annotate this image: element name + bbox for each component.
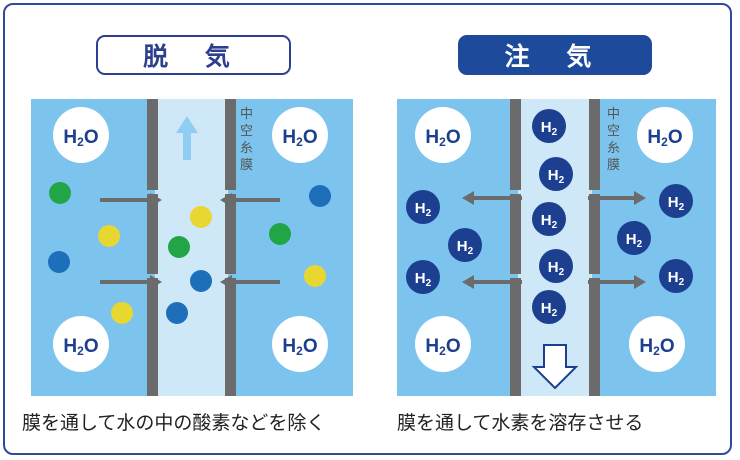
water-molecule-icon: H2O [415,316,471,372]
hydrogen-molecule-icon: H2 [532,202,566,236]
arrow-right-icon [588,275,646,289]
arrow-right-icon [100,193,162,207]
dissolved-gas-dots [48,182,331,324]
arrow-right-icon [100,275,162,289]
arrow-right-icon [588,191,646,205]
hydrogen-molecule-icon: H2 [617,221,651,255]
hydrogen-molecule-icon: H2 [539,249,573,283]
title-gas-injection: 注 気 [458,35,652,75]
left-panel: 中 空 糸 膜 [31,99,353,396]
green-dot [49,182,71,204]
arrow-left-icon [462,191,522,205]
svg-text:H2O: H2O [63,127,98,149]
title-degassing: 脱 気 [96,35,291,75]
arrow-left-icon [220,193,280,207]
hydrogen-molecule-icon: H2 [659,184,693,218]
caption-gas-injection: 膜を通して水素を溶存させる [397,412,644,434]
water-molecule-icon: H2O [637,107,693,163]
svg-text:H2: H2 [541,212,558,231]
right-panel: 中 空 糸 膜 [397,99,716,396]
label-char: 糸 [607,141,620,156]
label-char: 膜 [240,158,253,173]
svg-text:H2: H2 [541,300,558,319]
water-molecule-icon: H2O [53,316,109,372]
blue-dot [166,302,188,324]
svg-text:H2O: H2O [425,127,460,149]
arrow-left-icon [462,275,522,289]
arrow-left-icon [220,275,280,289]
left-membrane-label: 中 空 糸 膜 [240,107,253,173]
water-molecule-icon: H2O [629,316,685,372]
hydrogen-molecule-icon: H2 [539,157,573,191]
flow-down-arrow [531,344,579,390]
green-dot [168,236,190,258]
svg-text:H2O: H2O [639,336,674,358]
blue-dot [309,185,331,207]
right-membrane-label: 中 空 糸 膜 [607,107,620,173]
yellow-dot [304,265,326,287]
svg-text:H2O: H2O [282,127,317,149]
left-membrane-wall-right [225,99,236,396]
flow-up-arrow [176,116,198,160]
blue-dot [190,270,212,292]
label-char: 糸 [240,141,253,156]
water-molecule-icon: H2O [53,107,109,163]
left-hollow-channel [155,99,228,396]
svg-text:H2: H2 [541,119,558,138]
label-char: 空 [607,124,620,139]
hydrogen-molecule-icon: H2 [659,259,693,293]
svg-text:H2O: H2O [647,127,682,149]
svg-text:H2: H2 [548,167,565,186]
svg-text:H2: H2 [626,231,643,250]
label-char: 中 [607,107,620,122]
label-char: 空 [240,124,253,139]
svg-text:H2: H2 [457,238,474,257]
hydrogen-molecule-icon: H2 [406,190,440,224]
water-molecule-icon: H2O [272,107,328,163]
label-char: 膜 [607,158,620,173]
blue-dot [48,251,70,273]
left-membrane-wall-left [147,99,158,396]
right-outward-arrows [462,191,646,289]
svg-text:H2O: H2O [282,336,317,358]
svg-text:H2O: H2O [63,336,98,358]
hydrogen-molecule-icon: H2 [406,260,440,294]
water-molecule-icon: H2O [272,316,328,372]
yellow-dot [190,206,212,228]
left-inward-arrows [100,193,280,289]
hydrogen-molecule-icon: H2 [448,228,482,262]
label-char: 中 [240,107,253,122]
water-molecule-icon: H2O [415,107,471,163]
svg-text:H2: H2 [415,200,432,219]
svg-text:H2: H2 [415,270,432,289]
yellow-dot [111,302,133,324]
hydrogen-molecule-icon: H2 [532,290,566,324]
caption-degassing: 膜を通して水の中の酸素などを除く [22,412,326,434]
right-membrane-wall-right [589,99,600,396]
yellow-dot [98,225,120,247]
green-dot [269,223,291,245]
svg-text:H2O: H2O [425,336,460,358]
hydrogen-molecule-icon: H2 [532,109,566,143]
svg-text:H2: H2 [548,259,565,278]
svg-text:H2: H2 [668,269,685,288]
svg-text:H2: H2 [668,194,685,213]
right-membrane-wall-left [510,99,521,396]
